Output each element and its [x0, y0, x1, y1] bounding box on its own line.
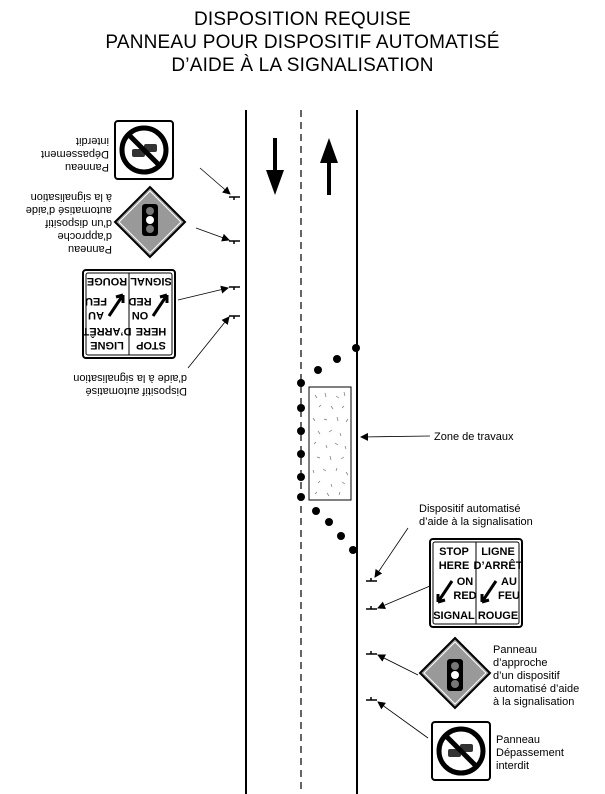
approach-left-label-5: à la signalisation	[31, 191, 112, 203]
approach-right-label-3: d’un dispositif	[493, 670, 561, 682]
stop-left-en-2: HERE	[136, 325, 167, 337]
stop-fr-2: D’ARRÊT	[474, 559, 523, 572]
traffic-signal-ahead-icon	[418, 636, 492, 710]
right-sign-posts	[366, 578, 377, 701]
stop-en-5: SIGNAL	[433, 610, 475, 622]
up-arrow-icon	[320, 138, 338, 195]
leader-lines	[177, 167, 431, 739]
approach-left-label-3: d’un dispositif	[44, 217, 112, 229]
diagram-title: DISPOSITION REQUISE PANNEAU POUR DISPOSI…	[0, 8, 605, 77]
title-line-2: PANNEAU POUR DISPOSITIF AUTOMATISÉ	[105, 32, 500, 53]
traffic-cones	[297, 344, 360, 554]
stop-en-2: HERE	[439, 560, 470, 572]
approach-right-label-1: Panneau	[493, 644, 537, 656]
stop-en-3: ON	[457, 576, 474, 588]
down-arrow-icon	[266, 138, 284, 195]
title-line-3: D’AIDE À LA SIGNALISATION	[171, 55, 434, 76]
stop-left-fr-5: ROUGE	[87, 275, 127, 287]
approach-left-label-4: automatisé d’aide	[26, 204, 112, 216]
stop-left-en-5: SIGNAL	[130, 275, 172, 287]
stop-left-en-1: STOP	[136, 339, 166, 351]
nopass-left-label-1: Panneau	[65, 161, 109, 173]
stop-left-fr-3: AU	[88, 309, 104, 321]
no-passing-sign-left-icon	[114, 120, 174, 180]
stop-here-on-red-sign-left-icon: STOP HERE ON RED SIGNAL LIGNE D’ARRÊT AU…	[82, 269, 176, 359]
left-sign-posts	[229, 196, 240, 319]
stop-left-fr-4: FEU	[85, 295, 107, 307]
nopass-left-label-3: interdit	[76, 135, 109, 147]
nopass-right-label-3: interdit	[496, 760, 529, 772]
approach-left-label-2: d’approche	[58, 230, 112, 242]
agd-right-label-1: Dispositif automatisé	[419, 503, 521, 515]
stop-en-4: RED	[453, 590, 476, 602]
nopass-left-label-2: Dépassement	[41, 148, 109, 160]
stop-fr-1: LIGNE	[481, 546, 515, 558]
stop-here-on-red-sign-icon: STOP HERE ON RED SIGNAL LIGNE D’ARRÊT AU…	[429, 538, 523, 628]
agd-left-label-2: d’aide à la signalisation	[73, 372, 187, 384]
stop-left-fr-1: LIGNE	[90, 339, 124, 351]
nopass-right-label-1: Panneau	[496, 734, 540, 746]
stop-en-1: STOP	[439, 546, 469, 558]
approach-right-label-4: automatisé d’aide	[493, 683, 579, 695]
traffic-signal-ahead-left-icon	[113, 185, 187, 259]
stop-left-en-4: RED	[128, 295, 151, 307]
stop-fr-5: ROUGE	[478, 610, 518, 622]
work-zone-label: Zone de travaux	[434, 431, 514, 443]
stop-left-en-3: ON	[132, 309, 149, 321]
approach-right-label-5: à la signalisation	[493, 696, 574, 708]
no-passing-sign-icon	[431, 721, 491, 781]
work-zone	[308, 386, 352, 501]
nopass-right-label-2: Dépassement	[496, 747, 564, 759]
approach-right-label-2: d’approche	[493, 657, 547, 669]
title-line-1: DISPOSITION REQUISE	[193, 9, 412, 30]
approach-left-label-1: Panneau	[68, 243, 112, 255]
left-side-signs: Panneau d’approche d’un dispositif autom…	[26, 120, 188, 397]
stop-fr-4: FEU	[498, 590, 520, 602]
stop-fr-3: AU	[501, 576, 517, 588]
agd-left-label-1: Dispositif automatisé	[86, 385, 188, 397]
stop-left-fr-2: D’ARRÊT	[82, 325, 131, 338]
agd-right-label-2: d’aide à la signalisation	[419, 516, 533, 528]
